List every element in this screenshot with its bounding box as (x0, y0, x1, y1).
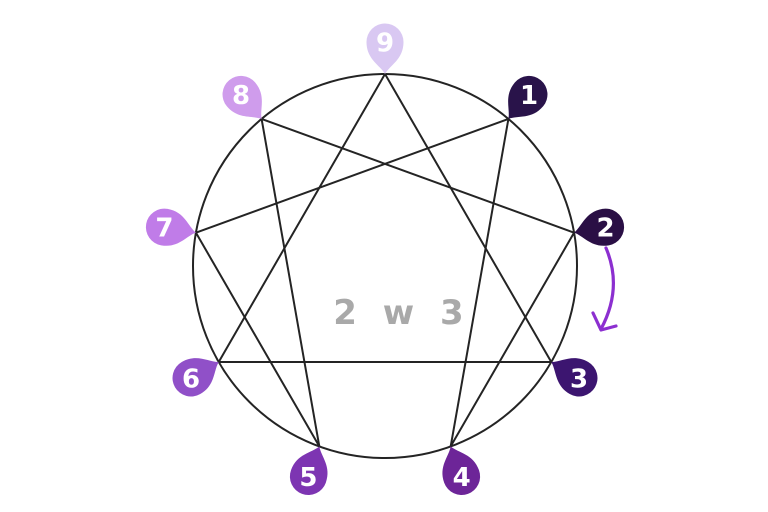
connection-line-1-4 (449, 117, 510, 448)
connection-line-5-7 (194, 231, 321, 448)
pin-4-number: 4 (453, 463, 471, 493)
connection-line-7-1 (194, 117, 510, 234)
pin-4-marker-icon (442, 446, 481, 495)
connection-line-6-9 (217, 73, 386, 363)
connection-line-8-5 (260, 117, 321, 448)
pin-1-number: 1 (520, 81, 538, 111)
pin-5-marker-icon (289, 446, 328, 495)
connection-line-2-8 (260, 117, 576, 234)
connection-line-9-3 (384, 73, 553, 363)
pin-9-marker-icon (366, 23, 404, 74)
pin-9-number: 9 (376, 29, 394, 59)
pin-3-number: 3 (570, 365, 588, 395)
pin-5-number: 5 (299, 463, 317, 493)
wing-type-label: 2 w 3 (333, 293, 471, 333)
pin-6-number: 6 (182, 365, 200, 395)
wing-arrow-head-icon (591, 311, 618, 332)
pin-3-marker-icon (551, 358, 598, 397)
wing-arrow-curve (599, 246, 615, 331)
pin-8-number: 8 (232, 81, 250, 111)
pin-2-number: 2 (597, 214, 615, 244)
pin-8-marker-icon (222, 75, 262, 119)
enneagram-circle (192, 73, 578, 459)
connection-line-4-2 (449, 231, 576, 448)
pin-7-number: 7 (155, 214, 173, 244)
pin-6-marker-icon (172, 358, 219, 397)
pin-7-marker-icon (145, 208, 196, 246)
pin-1-marker-icon (508, 75, 548, 119)
pin-2-marker-icon (574, 208, 625, 246)
